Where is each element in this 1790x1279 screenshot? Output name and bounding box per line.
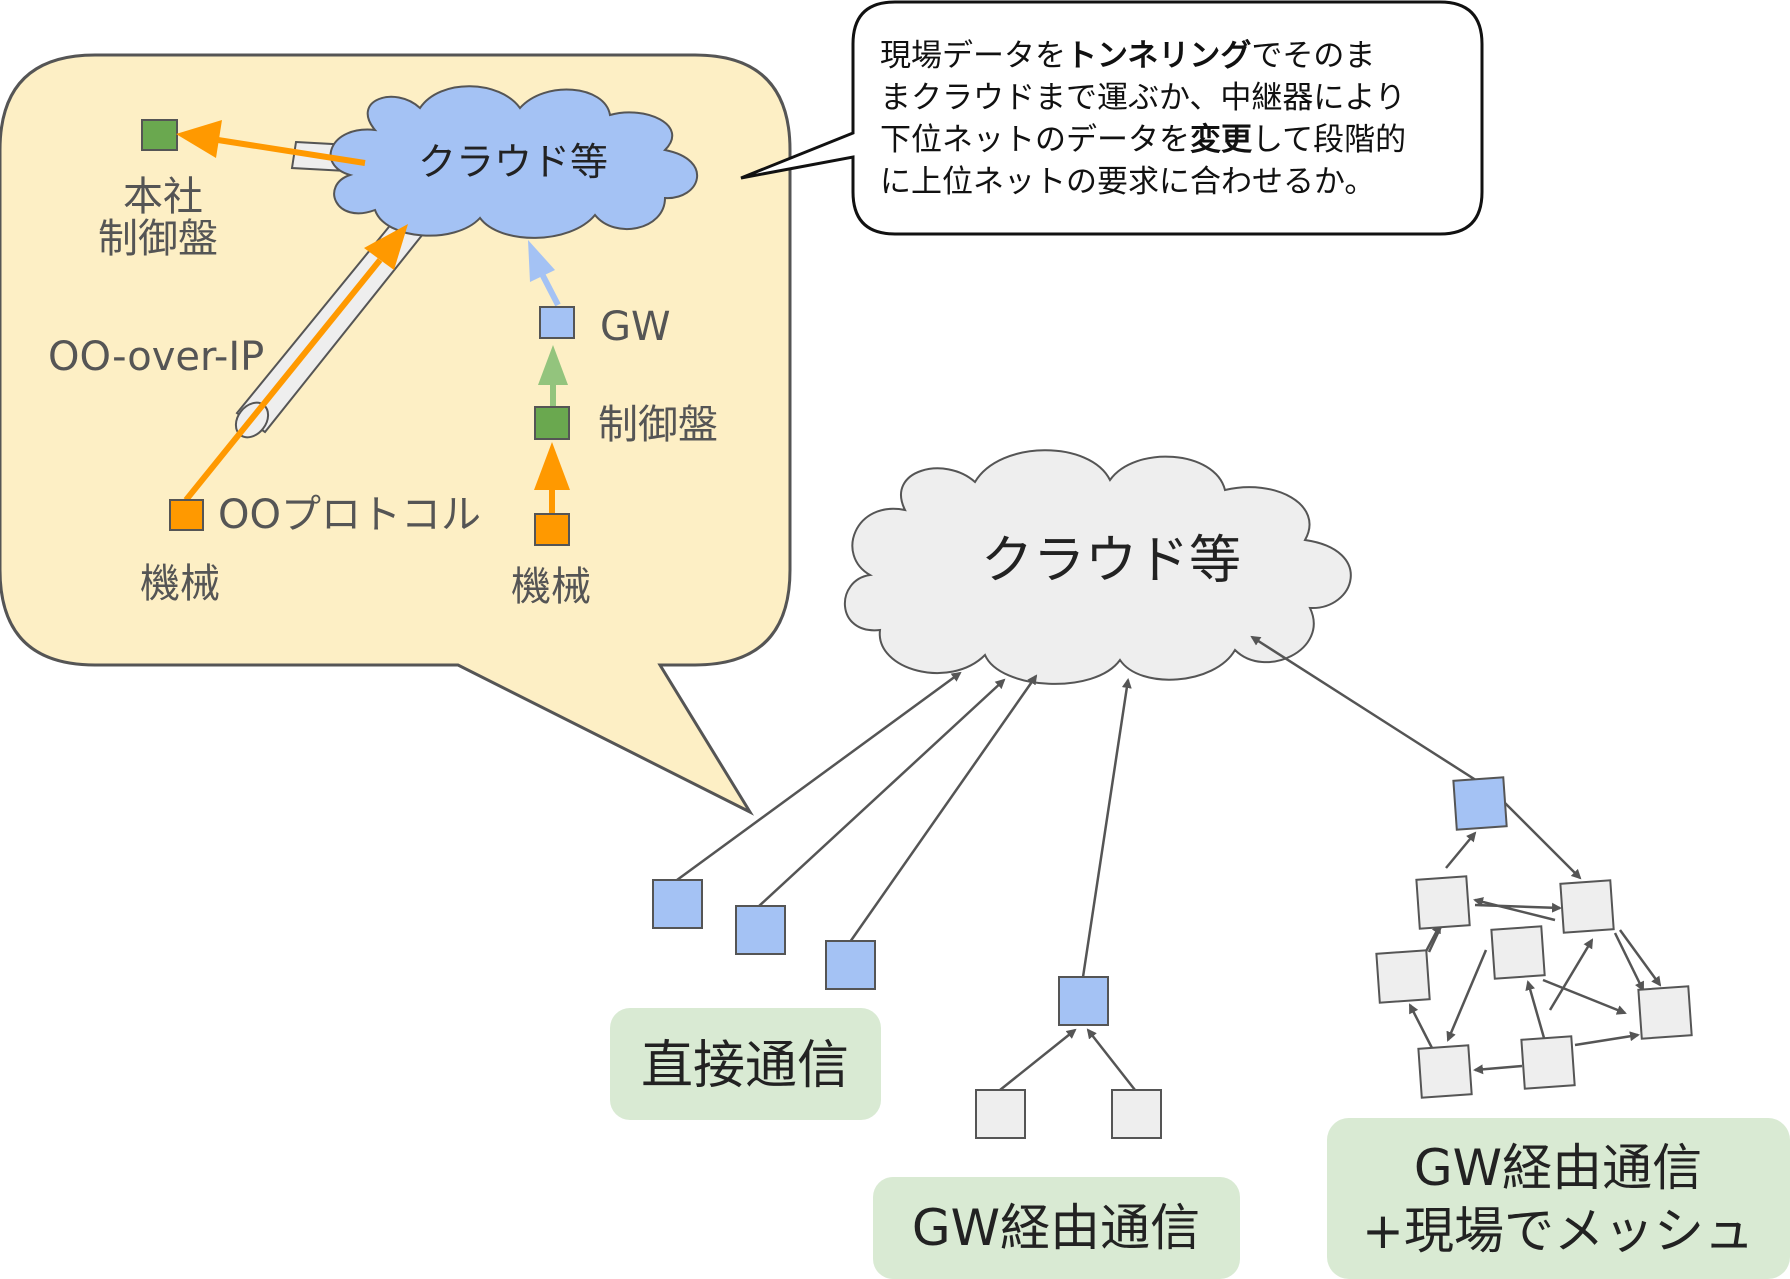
direct-node-2 bbox=[735, 905, 786, 955]
gw-communication-group bbox=[975, 678, 1162, 1139]
direct-node-1 bbox=[652, 879, 703, 929]
gw-node bbox=[539, 306, 575, 339]
mesh-node-5 bbox=[1637, 985, 1693, 1040]
callout-bubble bbox=[0, 53, 792, 816]
label-box-direct: 直接通信 bbox=[610, 1008, 881, 1120]
mesh-node-3 bbox=[1490, 925, 1546, 980]
mesh-gateway-node bbox=[1452, 776, 1508, 831]
hq-label-line2: 制御盤 bbox=[98, 216, 218, 262]
callout-shape bbox=[0, 53, 792, 816]
protocol-label: OOプロトコル bbox=[218, 492, 481, 538]
machine-right-label: 機械 bbox=[511, 564, 591, 610]
mesh-communication-group bbox=[1250, 635, 1693, 1099]
mesh-node-1 bbox=[1415, 875, 1471, 930]
hq-control-panel-node bbox=[141, 119, 178, 151]
label-gw: GW経由通信 bbox=[912, 1199, 1200, 1257]
control-panel-node bbox=[534, 406, 570, 440]
gw-group-child-node-1 bbox=[975, 1089, 1026, 1139]
arrow-panel-to-gw bbox=[538, 345, 568, 408]
gw-group-child-node-2 bbox=[1111, 1089, 1162, 1139]
mesh-node-7 bbox=[1417, 1044, 1473, 1099]
label-mesh-line1: GW経由通信 bbox=[1414, 1139, 1702, 1197]
mesh-node-6 bbox=[1520, 1035, 1576, 1090]
note-bold-tunneling: トンネリング bbox=[1066, 38, 1251, 74]
arrow-machine-to-cloud-diagonal bbox=[183, 224, 408, 502]
cloud-label: クラウド等 bbox=[418, 140, 608, 184]
label-direct: 直接通信 bbox=[641, 1036, 849, 1096]
arrow-cloud-to-hq bbox=[176, 120, 366, 166]
mesh-node-2 bbox=[1559, 879, 1615, 934]
note-line3: 下位ネットのデータを変更して段階的 bbox=[880, 122, 1406, 158]
machine-right-node bbox=[534, 513, 570, 546]
arrow-machine-to-panel bbox=[534, 442, 570, 515]
label-box-gw: GW経由通信 bbox=[873, 1177, 1240, 1279]
gw-group-gateway-node bbox=[1058, 976, 1109, 1026]
control-panel-label: 制御盤 bbox=[598, 402, 718, 448]
cloud-blue: クラウド等 bbox=[329, 85, 698, 239]
note-line1: 現場データをトンネリングでそのま bbox=[880, 38, 1375, 74]
machine-left-label: 機械 bbox=[140, 561, 220, 607]
main-cloud-label: クラウド等 bbox=[981, 531, 1241, 591]
note-line4: に上位ネットの要求に合わせるか。 bbox=[880, 164, 1375, 200]
mesh-node-4 bbox=[1375, 949, 1431, 1004]
label-mesh-line2: +現場でメッシュ bbox=[1362, 1202, 1754, 1260]
note-bold-change: 変更 bbox=[1190, 122, 1253, 158]
note-shape bbox=[740, 0, 1484, 236]
note-bubble: 現場データをトンネリングでそのま まクラウドまで運ぶか、中継器により 下位ネット… bbox=[740, 0, 1484, 236]
hq-label-line1: 本社 bbox=[123, 174, 203, 220]
arrow-gw-to-cloud bbox=[528, 240, 561, 307]
tunnel-label: OO-over-IP bbox=[48, 334, 264, 380]
direct-communication-group bbox=[652, 671, 1038, 990]
direct-node-3 bbox=[825, 940, 876, 990]
machine-left-node bbox=[169, 499, 204, 531]
gw-label: GW bbox=[600, 304, 671, 350]
note-line2: まクラウドまで運ぶか、中継器により bbox=[880, 80, 1406, 116]
label-box-mesh: GW経由通信 +現場でメッシュ bbox=[1327, 1118, 1790, 1279]
cloud-grey: クラウド等 bbox=[844, 449, 1352, 685]
